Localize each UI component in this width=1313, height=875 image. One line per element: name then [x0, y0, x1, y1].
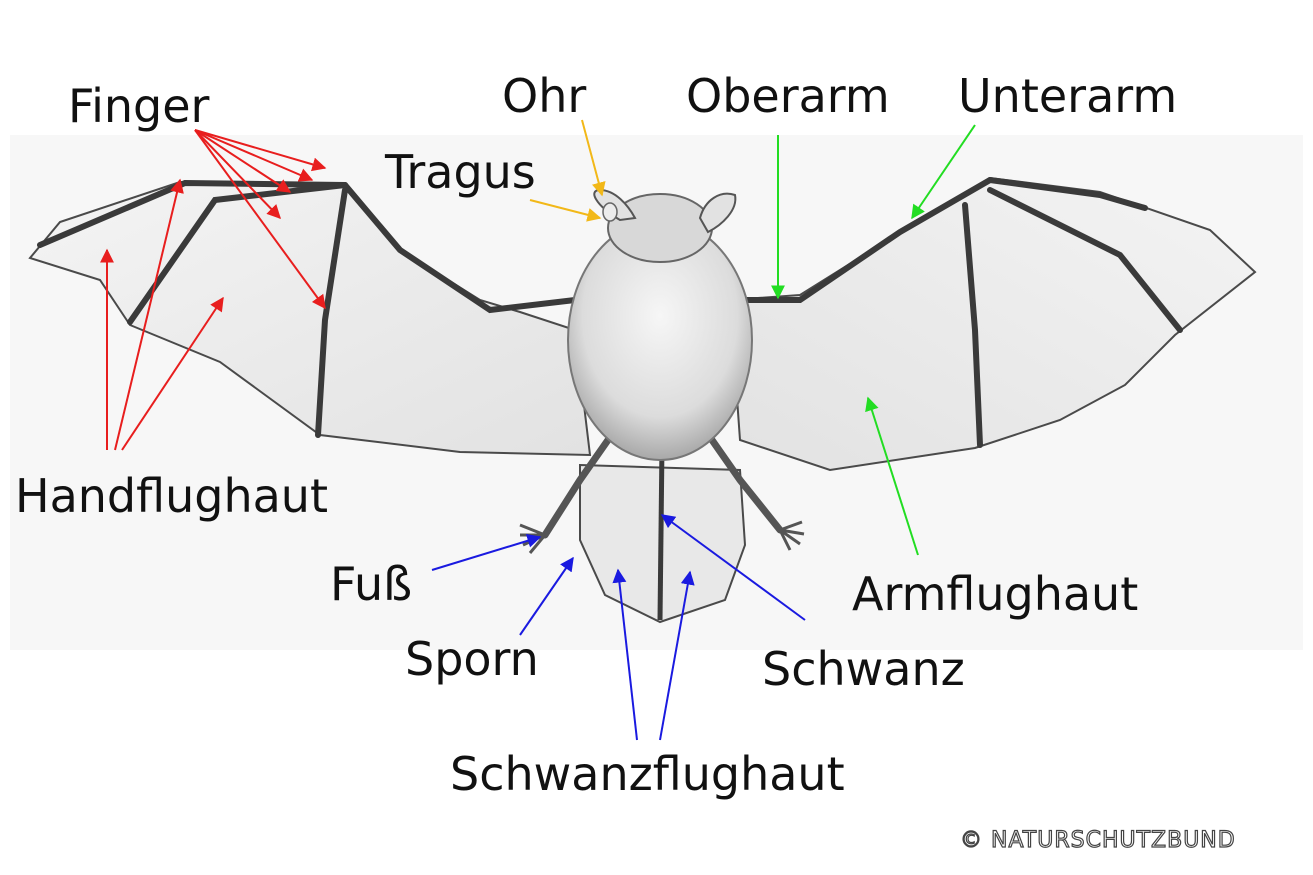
copyright-notice: © NATURSCHUTZBUND [960, 828, 1236, 853]
legs [541, 426, 784, 539]
label-sporn: Sporn [405, 632, 539, 686]
left-wing-bones [37, 179, 578, 438]
label-finger: Finger [68, 79, 210, 133]
right-ear [698, 192, 737, 234]
label-fuss: Fuß [330, 557, 412, 611]
label-ohr: Ohr [502, 69, 586, 123]
label-handflughaut: Handflughaut [15, 469, 328, 523]
tail-bone [657, 444, 665, 621]
handflughaut-arrows [100, 178, 224, 451]
label-oberarm: Oberarm [686, 69, 890, 123]
bat-illustration [28, 176, 1257, 624]
leg-tail-arrows [431, 514, 806, 741]
tragus-shape [602, 202, 618, 222]
label-unterarm: Unterarm [958, 69, 1177, 123]
label-tragus: Tragus [384, 145, 536, 199]
arm-arrows [771, 124, 976, 556]
label-schwanzflughaut: Schwanzflughaut [450, 747, 845, 801]
ear-arrows [529, 119, 606, 222]
right-wing-bones [732, 177, 1183, 448]
finger-arrows [194, 129, 327, 310]
label-armflughaut: Armflughaut [852, 567, 1138, 621]
label-schwanz: Schwanz [762, 642, 965, 696]
